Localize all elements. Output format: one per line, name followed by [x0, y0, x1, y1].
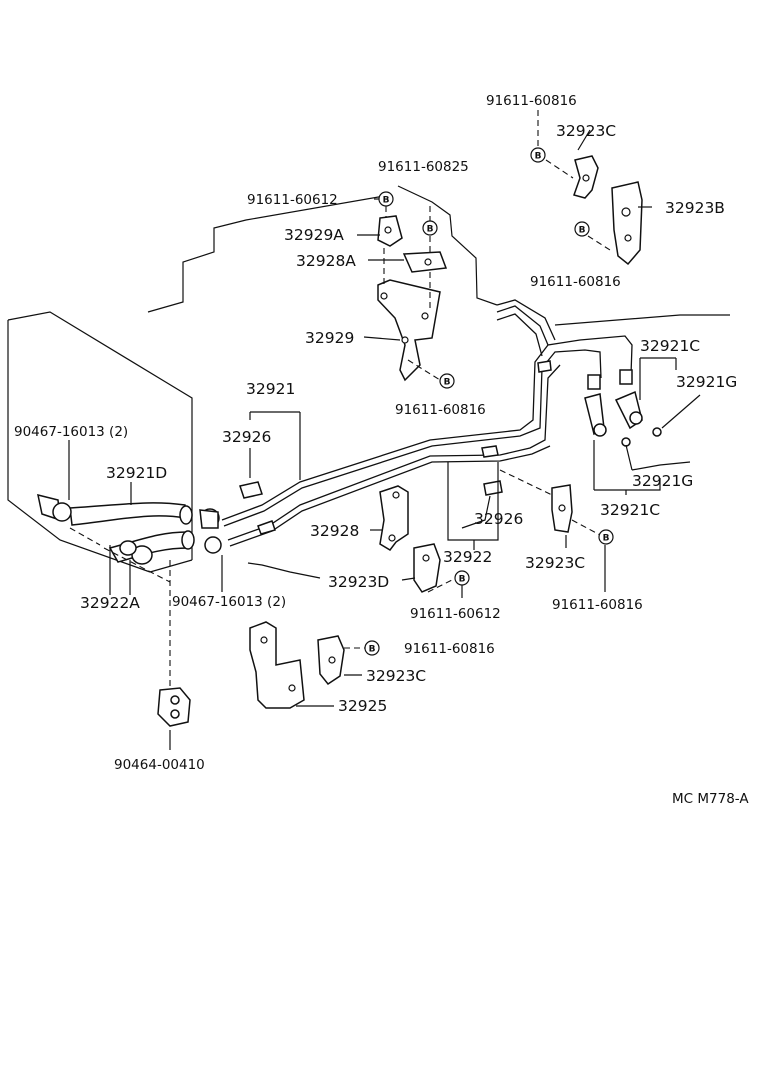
bolt-b-icon: B: [364, 640, 380, 656]
hose-clamps: [199, 508, 222, 554]
label-91611-60816-mid: 91611-60816: [395, 402, 486, 418]
fuel-lines: [221, 299, 633, 547]
svg-text:B: B: [459, 575, 466, 585]
body-outline: [7, 185, 730, 579]
label-91611-60825: 91611-60825: [378, 159, 469, 175]
label-32926-left: 32926: [222, 428, 271, 446]
label-32921G-top: 32921G: [676, 373, 737, 391]
label-32929A: 32929A: [284, 226, 344, 244]
bolt-b-icon: B: [530, 147, 546, 163]
label-32923D: 32923D: [328, 573, 389, 591]
label-91611-60816-r1: 91611-60816: [530, 274, 621, 290]
label-32929: 32929: [305, 329, 354, 347]
bolt-b-icon: B: [378, 191, 394, 207]
bracket-32925: [249, 621, 305, 709]
label-32923C-low: 32923C: [366, 667, 426, 685]
bracket-32929: [377, 215, 448, 382]
label-32926-mid: 32926: [474, 510, 523, 528]
label-32928A: 32928A: [296, 252, 356, 270]
label-32921G-mid: 32921G: [632, 472, 693, 490]
svg-text:B: B: [369, 645, 376, 655]
label-32923C-mid: 32923C: [525, 554, 585, 572]
fittings-right: [584, 369, 662, 447]
svg-text:B: B: [535, 152, 542, 162]
pipe-sleeves: [239, 480, 503, 499]
clamp-32923D: [413, 543, 441, 593]
label-91611-60816-top: 91611-60816: [486, 93, 577, 109]
svg-text:B: B: [603, 534, 610, 544]
label-90467-16013-left: 90467-16013 (2): [14, 424, 128, 440]
label-91611-60816-br: 91611-60816: [552, 597, 643, 613]
dashed-guides: [69, 110, 611, 690]
clamp-32923C-top: [573, 155, 599, 199]
bolt-b-icon: B: [422, 220, 438, 236]
label-91611-60612-top: 91611-60612: [247, 192, 338, 208]
label-32922: 32922: [443, 548, 492, 566]
label-32925: 32925: [338, 697, 387, 715]
svg-text:B: B: [444, 378, 451, 388]
bolt-markers: B B B B B B B B: [364, 147, 614, 656]
label-90467-16013-bottom: 90467-16013 (2): [172, 594, 286, 610]
label-91611-60612-bottom: 91611-60612: [410, 606, 501, 622]
reference-code: MC M778-A: [672, 791, 749, 807]
label-32923C-top: 32923C: [556, 122, 616, 140]
clamp-32923C-low: [317, 635, 345, 686]
leader-lines: [68, 129, 701, 750]
label-32921D: 32921D: [106, 464, 167, 482]
label-32921: 32921: [246, 380, 295, 398]
label-32928: 32928: [310, 522, 359, 540]
label-91611-60816-low: 91611-60816: [404, 641, 495, 657]
bolt-b-icon: B: [598, 529, 614, 545]
bracket-32928: [379, 485, 409, 551]
svg-text:B: B: [579, 226, 586, 236]
label-32921C-top: 32921C: [640, 337, 700, 355]
clamp-32923C-mid: [551, 484, 573, 533]
label-32922A: 32922A: [80, 594, 140, 612]
svg-text:B: B: [427, 225, 434, 235]
bolt-b-icon: B: [574, 221, 590, 237]
hose-32921D: [37, 493, 195, 565]
part-labels: 91611-60816 32923C 91611-60825 91611-606…: [14, 93, 749, 807]
label-90464-00410: 90464-00410: [114, 757, 205, 773]
label-32923B: 32923B: [665, 199, 725, 217]
clamp-90464-00410: [157, 687, 191, 727]
label-32921C-mid: 32921C: [600, 501, 660, 519]
svg-text:B: B: [383, 196, 390, 206]
bolt-b-icon: B: [454, 570, 470, 586]
bolt-b-icon: B: [439, 373, 455, 389]
clamp-32923B: [611, 181, 643, 266]
